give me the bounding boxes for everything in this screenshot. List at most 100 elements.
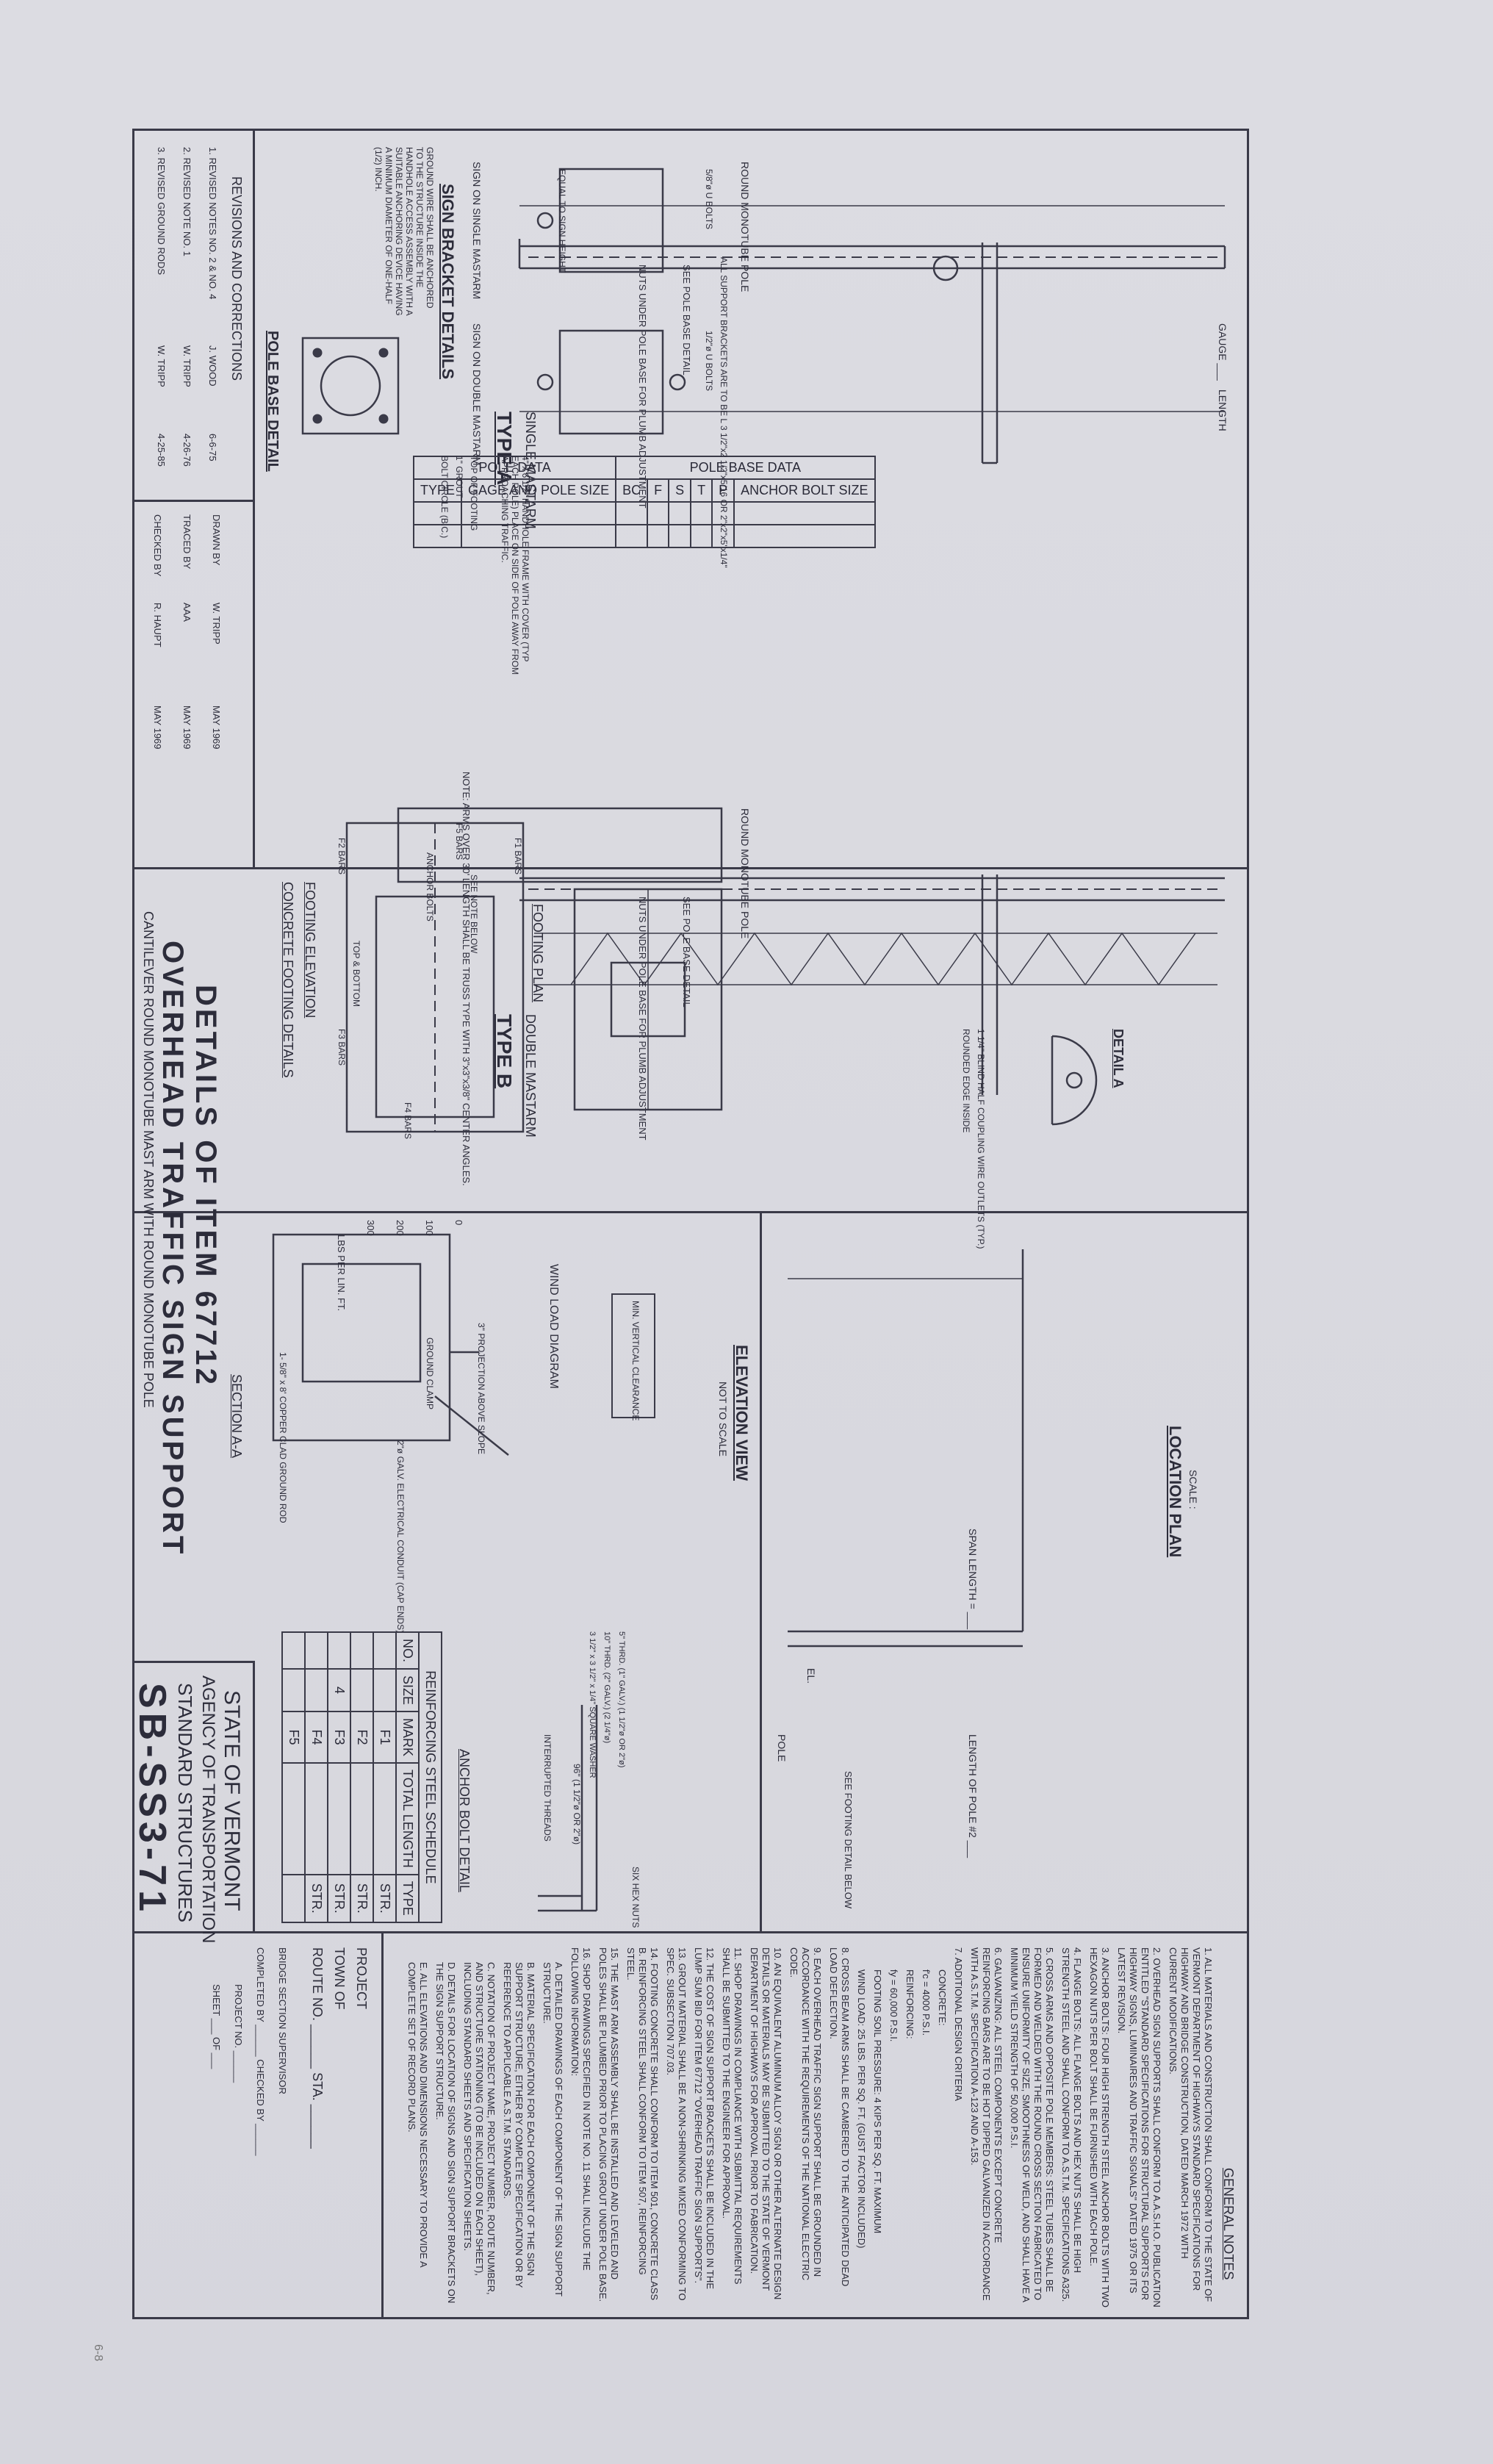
pencil-stamp: 6-8 — [92, 2344, 104, 2362]
drawn-label: CHECKED BY — [152, 514, 163, 577]
drawn-name: R. HAUPT — [152, 603, 163, 647]
elevation-see-footing: SEE FOOTING DETAIL BELOW — [843, 1771, 854, 1909]
elevation-el: EL. — [805, 1668, 817, 1684]
note-item: 15. THE MAST ARM ASSEMBLY SHALL BE INSTA… — [597, 1947, 620, 2302]
title-line-3: CANTILEVER ROUND MONOTUBE MAST ARM WITH … — [141, 911, 156, 1408]
schedule-header: MARK — [396, 1711, 419, 1764]
design-criteria: fy = 60,000 P.S.I. — [888, 1969, 899, 2042]
footing-elevation-main — [345, 822, 525, 1133]
footing-elevation-title: FOOTING ELEVATION — [303, 882, 317, 1019]
schedule-cell — [350, 1763, 373, 1875]
revision-date: 4-25-85 — [156, 434, 167, 467]
schedule-cell — [282, 1763, 305, 1875]
divider-revisions — [132, 500, 255, 502]
divider-project — [381, 1931, 384, 2319]
schedule-title: REINFORCING STEEL SCHEDULE — [419, 1632, 442, 1922]
divider-right-top — [760, 1211, 762, 1931]
sign-bracket-support: ALL SUPPORT BRACKETS ARE TO BE L 3 1/2"x… — [719, 257, 729, 568]
drawn-name: AAA — [181, 603, 193, 622]
town-label: TOWN OF — [332, 1947, 347, 2010]
schedule-header: NO. — [396, 1632, 419, 1670]
sheet-number: SB-SS3-71 — [131, 1683, 173, 1916]
footing-projection: 3" PROJECTION ABOVE SLOPE — [476, 1323, 486, 1454]
design-criteria: WIND LOAD: 25 LBS. PER SQ. FT. (GUST FAC… — [856, 1969, 867, 2249]
agency-name: AGENCY OF TRANSPORTATION — [198, 1675, 218, 1944]
sheet-of-label: SHEET ___ OF ___ — [211, 1984, 222, 2069]
wind-scale: 200 — [395, 1220, 406, 1236]
schedule-cell: F5 — [282, 1711, 305, 1764]
revision-by: W. TRIPP — [156, 345, 167, 387]
note-item: 2. OVERHEAD SIGN SUPPORTS SHALL CONFORM … — [1116, 1947, 1162, 2307]
footing-anchor-bolts: ANCHOR BOLTS — [425, 852, 435, 922]
design-criteria: CONCRETE: — [937, 1969, 948, 2026]
design-criteria: f'c = 4000 P.S.I. — [921, 1969, 932, 2036]
anchor-bolt-thread2: 10" THRD. (2" GALV.) (2 1/4"ø) — [602, 1631, 611, 1744]
pole-base-bolt-circle: BOLT CIRCLE (B.C.) — [439, 456, 450, 539]
note-item: 16. SHOP DRAWINGS SPECIFIED IN NOTE NO. … — [569, 1947, 592, 2271]
schedule-cell — [328, 1763, 350, 1875]
note-item: 6. GALVANIZING: ALL STEEL COMPONENTS EXC… — [969, 1947, 1004, 2301]
note-item: 3. ANCHOR BOLTS: FOUR HIGH STRENGTH STEE… — [1088, 1947, 1111, 2307]
footing-bar: F5 BARS — [454, 823, 464, 861]
pole-base-title: POLE BASE DETAIL — [265, 331, 281, 472]
footing-bar: F4 BARS — [403, 1102, 413, 1140]
wind-scale: 100 — [424, 1220, 435, 1236]
note-item: C. NOTATION OF PROJECT NAME, PROJECT NUM… — [462, 1962, 497, 2295]
detail-a-drawing — [1051, 1035, 1098, 1126]
schedule-cell — [282, 1874, 305, 1922]
note-item: 1. ALL MATERIALS AND CONSTRUCTION SHALL … — [1168, 1947, 1214, 2302]
drawn-name: W. TRIPP — [211, 603, 222, 644]
type-b-pole-label: ROUND MONOTUBE POLE — [739, 808, 751, 939]
revision-date: 4-26-76 — [181, 434, 193, 467]
pole-base-top-footing: TOP OF FOOTING — [469, 456, 479, 531]
note-item: 13. GROUT MATERIAL SHALL BE A NON-SHRINK… — [665, 1947, 688, 2301]
elevation-view-drawing — [788, 1249, 1024, 1648]
footing-elevation-drawing — [397, 807, 723, 883]
wind-load-title: WIND LOAD DIAGRAM — [547, 1264, 560, 1389]
note-item: 4. FLANGE BOLTS: ALL FLANGE BOLTS AND HE… — [1060, 1947, 1083, 2302]
sign-bracket-u-bolts-single: 5/8"ø U BOLTS — [704, 169, 714, 230]
note-item: D. DETAILS FOR LOCATION OF SIGNS AND SIG… — [434, 1962, 457, 2304]
title-line-2: OVERHEAD TRAFFIC SIGN SUPPORT — [157, 941, 189, 1557]
footing-ground-rod: 1- 5/8" x 8' COPPER CLAD GROUND ROD — [278, 1352, 288, 1523]
divider-elevation — [132, 1211, 1249, 1213]
drawn-label: TRACED BY — [181, 514, 193, 570]
schedule-cell: F2 — [350, 1711, 373, 1764]
schedule-header: TYPE — [396, 1874, 419, 1922]
revision-desc: 3. REVISED GROUND RODS — [156, 147, 167, 276]
schedule-header: SIZE — [396, 1669, 419, 1712]
schedule-cell: 4 — [328, 1669, 350, 1712]
title-line-1: DETAILS OF ITEM 67712 — [190, 985, 222, 1387]
schedule-cell — [282, 1632, 305, 1670]
divider-state — [253, 1661, 255, 1931]
reinforcing-schedule-table: REINFORCING STEEL SCHEDULE NO. SIZE MARK… — [281, 1631, 442, 1923]
schedule-header: TOTAL LENGTH — [396, 1763, 419, 1875]
schedule-cell: F1 — [373, 1711, 396, 1764]
anchor-bolt-drawing — [538, 1705, 598, 1912]
schedule-cell: F4 — [305, 1711, 328, 1764]
elevation-view-title: ELEVATION VIEW — [733, 1345, 751, 1481]
divider-lower-left — [253, 129, 255, 867]
schedule-cell — [350, 1632, 373, 1670]
route-label: ROUTE NO. ______ STA. ______ — [310, 1947, 325, 2149]
elevation-pole-length: LENGTH OF POLE #2 ___ — [967, 1734, 979, 1858]
revision-desc: 1. REVISED NOTES NO. 2 & NO. 4 — [207, 147, 218, 300]
type-a-length: LENGTH — [1217, 389, 1228, 431]
project-label: PROJECT — [354, 1947, 369, 2010]
general-notes-list: 1. ALL MATERIALS AND CONSTRUCTION SHALL … — [401, 1947, 1214, 2307]
revision-desc: 2. REVISED NOTE NO. 1 — [181, 147, 193, 256]
note-item: 7. ADDITIONAL DESIGN CRITERIA — [953, 1947, 964, 2102]
schedule-cell — [305, 1632, 328, 1670]
elevation-pole: POLE — [776, 1734, 788, 1762]
supervisor-label: BRIDGE SECTION SUPERVISOR — [277, 1947, 288, 2094]
schedule-cell — [282, 1669, 305, 1712]
detail-a-edge: ROUNDED EDGE INSIDE — [961, 1029, 971, 1133]
pole-base-handhole: 4" x 6 1/2" HANDHOLE FRAME WITH COVER (T… — [500, 456, 530, 675]
footing-bar: F1 BARS — [513, 838, 523, 875]
schedule-cell: STR. — [305, 1874, 328, 1922]
general-notes-title: GENERAL NOTES — [1221, 2168, 1236, 2280]
detail-a-coupling: 1 1/4" BLIND HALF COUPLING WIRE OUTLETS … — [976, 1029, 986, 1249]
location-scale: SCALE : — [1187, 1470, 1199, 1509]
design-criteria: FOOTING SOIL PRESSURE: 4 KIPS PER SQ. FT… — [872, 1969, 883, 2234]
elevation-clearance: MIN. VERTICAL CLEARANCE — [630, 1301, 641, 1421]
